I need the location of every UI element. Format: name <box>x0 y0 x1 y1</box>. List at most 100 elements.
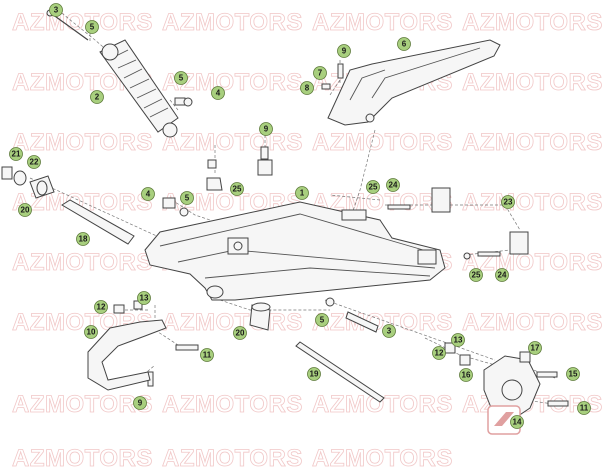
rear-shock-absorber <box>46 9 179 138</box>
callout-20: 20 <box>18 203 32 217</box>
callout-22: 22 <box>27 155 41 169</box>
callout-badge <box>90 90 104 104</box>
watermark: AZMOTORS <box>462 309 603 336</box>
callout-badge <box>85 20 99 34</box>
watermark: AZMOTORS <box>162 309 303 336</box>
callout-24: 24 <box>495 268 509 282</box>
callout-7: 7 <box>313 66 327 80</box>
callout-badge <box>528 341 542 355</box>
callout-number: 21 <box>12 150 21 159</box>
callout-8: 8 <box>300 81 314 95</box>
callout-badge <box>337 44 351 58</box>
watermark: AZMOTORS <box>462 129 603 156</box>
callout-number: 4 <box>216 89 221 98</box>
caliper-bracket <box>483 351 541 421</box>
callout-badge <box>211 86 225 100</box>
callout-badge <box>469 268 483 282</box>
watermark: AZMOTORS <box>162 445 303 469</box>
callout-number: 3 <box>54 6 59 15</box>
callout-21: 21 <box>9 147 23 161</box>
watermark: AZMOTORS <box>312 9 453 36</box>
callout-9: 9 <box>337 44 351 58</box>
callout-number: 1 <box>300 189 305 198</box>
callout-badge <box>27 155 41 169</box>
callout-badge <box>295 186 309 200</box>
callout-number: 15 <box>569 370 578 379</box>
callout-19: 19 <box>307 367 321 381</box>
callout-12: 12 <box>94 300 108 314</box>
callout-number: 5 <box>185 194 190 203</box>
callout-number: 6 <box>402 40 407 49</box>
callout-badge <box>510 415 524 429</box>
callout-number: 12 <box>435 349 444 358</box>
watermark: AZMOTORS <box>12 129 153 156</box>
callout-number: 23 <box>504 198 513 207</box>
callout-number: 4 <box>146 190 151 199</box>
callout-badge <box>84 325 98 339</box>
callout-number: 3 <box>387 327 392 336</box>
callout-badge <box>451 333 465 347</box>
callout-20: 20 <box>233 326 247 340</box>
shock-body <box>99 39 179 133</box>
callout-13: 13 <box>137 291 151 305</box>
callout-4: 4 <box>211 86 225 100</box>
callout-number: 12 <box>97 303 106 312</box>
callout-number: 22 <box>30 158 39 167</box>
callout-badge <box>566 367 580 381</box>
callout-number: 8 <box>305 84 310 93</box>
watermark: AZMOTORS <box>312 129 453 156</box>
watermark: AZMOTORS <box>462 9 603 36</box>
swingarm-spacer <box>249 302 271 331</box>
callout-number: 13 <box>140 294 149 303</box>
callout-number: 20 <box>21 206 30 215</box>
pivot-sleeve <box>61 199 135 245</box>
callout-number: 20 <box>236 329 245 338</box>
callout-5: 5 <box>315 313 329 327</box>
callout-3: 3 <box>382 324 396 338</box>
callout-badge <box>18 203 32 217</box>
callout-number: 7 <box>318 69 323 78</box>
callout-18: 18 <box>76 232 90 246</box>
callout-6: 6 <box>397 37 411 51</box>
callout-badge <box>315 313 329 327</box>
swingarm-axle <box>295 341 385 403</box>
callout-badge <box>501 195 515 209</box>
callout-number: 16 <box>462 371 471 380</box>
leader-lines <box>29 9 561 406</box>
fasteners <box>113 63 569 407</box>
watermark: AZMOTORS <box>12 445 153 469</box>
callout-badge <box>459 368 473 382</box>
callout-16: 16 <box>459 368 473 382</box>
callout-number: 5 <box>320 316 325 325</box>
callout-number: 9 <box>264 125 269 134</box>
chain-slider <box>87 319 167 391</box>
callout-11: 11 <box>577 401 591 415</box>
callout-number: 19 <box>310 370 319 379</box>
callout-badge <box>300 81 314 95</box>
callout-badge <box>397 37 411 51</box>
callout-badge <box>432 346 446 360</box>
callout-number: 25 <box>369 183 378 192</box>
callout-badge <box>577 401 591 415</box>
callout-badge <box>49 3 63 17</box>
watermark: AZMOTORS <box>12 391 153 418</box>
callout-number: 24 <box>389 181 398 190</box>
shock-bolt <box>51 13 89 41</box>
callout-badge <box>313 66 327 80</box>
callout-number: 5 <box>179 74 184 83</box>
callout-badge <box>307 367 321 381</box>
watermark: AZMOTORS <box>312 445 453 469</box>
callout-25: 25 <box>366 180 380 194</box>
callout-layer: 1 2 3 3 4 4 5 5 <box>9 3 591 429</box>
callout-23: 23 <box>501 195 515 209</box>
callout-badge <box>233 326 247 340</box>
callout-25: 25 <box>230 182 244 196</box>
callout-number: 2 <box>95 93 100 102</box>
callout-number: 24 <box>498 271 507 280</box>
callout-badge <box>259 122 273 136</box>
callout-number: 17 <box>531 344 540 353</box>
callout-number: 10 <box>87 328 96 337</box>
callout-badge <box>137 291 151 305</box>
callout-number: 18 <box>79 235 88 244</box>
callout-13: 13 <box>451 333 465 347</box>
